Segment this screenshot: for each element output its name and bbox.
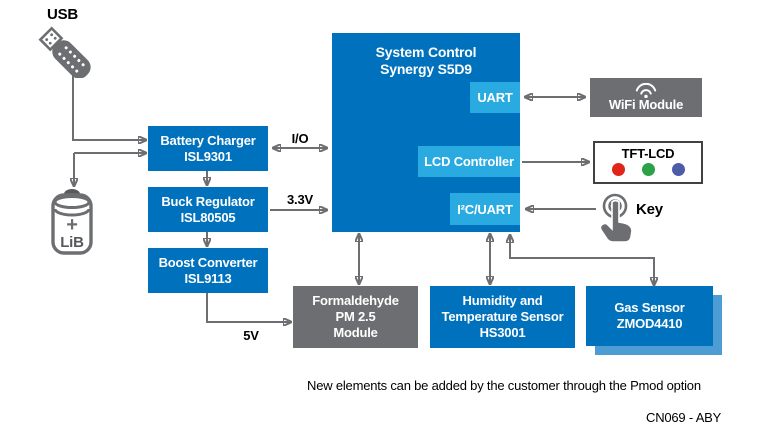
boost-converter-name: Boost Converter — [158, 254, 258, 270]
buck-regulator-block: Buck Regulator ISL80505 — [148, 187, 268, 232]
pm-line2: PM 2.5 — [335, 309, 376, 324]
battery-plus-sign: + — [66, 214, 77, 236]
red-dot-icon — [611, 163, 625, 176]
wifi-module-block: WiFi Module — [590, 78, 702, 117]
rail-5v-label: 5V — [243, 328, 259, 343]
battery-charger-part: ISL9301 — [184, 148, 232, 164]
pm-line1: Formaldehyde — [312, 293, 399, 308]
tft-lcd-block: TFT-LCD — [593, 141, 703, 184]
i2c-uart-port: I²C/UART — [450, 193, 520, 225]
humidity-line2: Temperature Sensor — [441, 309, 564, 324]
lcd-controller-port: LCD Controller — [418, 146, 520, 177]
usb-drive-icon — [38, 26, 91, 78]
tft-lcd-label: TFT-LCD — [621, 146, 675, 161]
rail-3v3-label: 3.3V — [287, 192, 313, 207]
buck-regulator-name: Buck Regulator — [161, 193, 255, 209]
system-control-title: System Control Synergy S5D9 — [332, 44, 520, 78]
wifi-icon — [635, 83, 657, 98]
gas-line1: Gas Sensor — [614, 300, 685, 315]
humidity-temp-sensor-block: Humidity and Temperature Sensor HS3001 — [430, 286, 575, 348]
battery-charger-name: Battery Charger — [160, 132, 256, 148]
battery-icon: + LiB — [51, 189, 93, 255]
formaldehyde-pm25-block: Formaldehyde PM 2.5 Module — [293, 286, 418, 348]
boost-converter-block: Boost Converter ISL9113 — [148, 248, 268, 293]
battery-charger-block: Battery Charger ISL9301 — [148, 126, 268, 171]
system-control-block: System Control Synergy S5D9 UART LCD Con… — [332, 33, 520, 232]
tft-rgb-dots — [611, 163, 685, 176]
humidity-line3: HS3001 — [479, 325, 526, 340]
key-label: Key — [636, 201, 663, 218]
wire-usb-to-charger — [72, 72, 146, 140]
system-control-title-line2: Synergy S5D9 — [380, 61, 472, 77]
gas-line2: ZMOD4410 — [616, 316, 683, 331]
pm-line3: Module — [333, 325, 378, 340]
io-label: I/O — [291, 131, 309, 146]
boost-converter-part: ISL9113 — [184, 270, 232, 286]
system-control-title-line1: System Control — [375, 44, 477, 60]
green-dot-icon — [641, 163, 655, 176]
wifi-module-label: WiFi Module — [608, 97, 684, 112]
gas-sensor-block: Gas Sensor ZMOD4410 — [586, 286, 713, 346]
wire-boost-5v-to-pm — [206, 293, 291, 322]
usb-label: USB — [47, 6, 79, 23]
blue-dot-icon — [671, 163, 685, 176]
battery-label: LiB — [60, 234, 84, 251]
humidity-line1: Humidity and — [462, 293, 543, 308]
touch-key-icon — [599, 193, 633, 243]
figure-code: CN069 - ABY — [646, 410, 722, 425]
pmod-note: New elements can be added by the custome… — [307, 378, 701, 393]
uart-port: UART — [470, 82, 520, 113]
buck-regulator-part: ISL80505 — [180, 209, 236, 225]
